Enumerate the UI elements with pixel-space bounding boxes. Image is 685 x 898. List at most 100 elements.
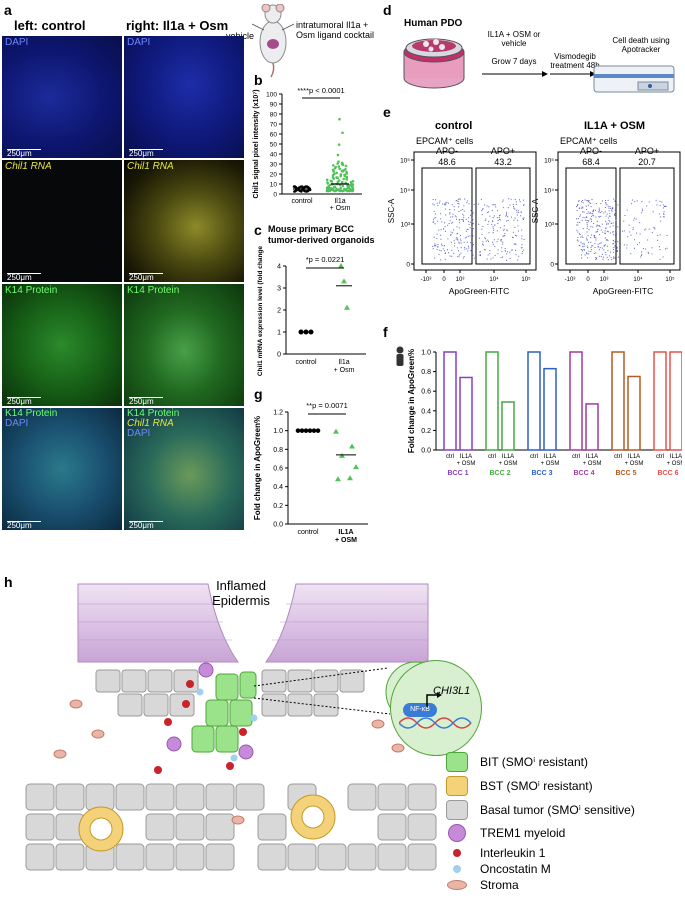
- event-dot: [460, 247, 462, 249]
- event-dot: [613, 198, 615, 200]
- event-dot: [517, 210, 519, 212]
- event-dot: [516, 211, 518, 213]
- y-tick-label: 10⁵: [544, 158, 554, 165]
- event-dot: [586, 252, 588, 254]
- event-dot: [444, 250, 446, 252]
- event-dot: [434, 243, 436, 245]
- event-dot: [459, 198, 461, 200]
- event-dot: [588, 220, 590, 222]
- data-point-treated: [344, 168, 347, 171]
- event-dot: [432, 221, 434, 223]
- event-dot: [457, 250, 459, 252]
- event-dot: [492, 227, 494, 229]
- event-dot: [641, 208, 643, 210]
- event-dot: [438, 253, 440, 255]
- merge-label-k14: K14 Protein: [127, 408, 180, 419]
- event-dot: [520, 211, 522, 213]
- event-dot: [604, 237, 606, 239]
- event-dot: [590, 226, 592, 228]
- panel-h-label: h: [4, 574, 13, 590]
- data-point-control: [292, 185, 296, 188]
- event-dot: [612, 222, 614, 224]
- y-tick-label: 10³: [401, 222, 411, 229]
- event-dot: [512, 204, 514, 206]
- event-dot: [587, 211, 589, 213]
- event-dot: [598, 216, 600, 218]
- event-dot: [614, 214, 616, 216]
- gate-apo-neg: [565, 167, 617, 265]
- event-dot: [648, 252, 650, 254]
- event-dot: [443, 245, 445, 247]
- event-dot: [641, 210, 643, 212]
- scale-bar: [7, 396, 41, 398]
- event-dot: [462, 213, 464, 215]
- event-dot: [604, 232, 606, 234]
- event-dot: [615, 219, 617, 221]
- event-dot: [665, 206, 667, 208]
- event-dot: [456, 200, 458, 202]
- event-dot: [616, 246, 618, 248]
- gate-label-pos: APO+: [491, 146, 515, 156]
- data-point-treated: [344, 164, 348, 168]
- event-dot: [451, 232, 453, 234]
- flow-plot-frame: [413, 151, 537, 271]
- event-dot: [612, 207, 614, 209]
- event-dot: [598, 209, 600, 211]
- event-dot: [438, 202, 440, 204]
- scale-bar: [129, 520, 163, 522]
- event-dot: [494, 246, 496, 248]
- event-dot: [600, 229, 602, 231]
- significance-label: *p = 0.0221: [306, 255, 345, 264]
- event-dot: [517, 225, 519, 227]
- person-icon: [396, 346, 404, 354]
- event-dot: [599, 226, 601, 228]
- event-dot: [589, 211, 591, 213]
- event-dot: [460, 242, 462, 244]
- event-dot: [582, 250, 584, 252]
- event-dot: [630, 234, 632, 236]
- event-dot: [502, 241, 504, 243]
- event-dot: [521, 238, 523, 240]
- y-tick-label: 0.8: [273, 447, 283, 454]
- event-dot: [469, 242, 471, 244]
- event-dot: [485, 240, 487, 242]
- event-dot: [522, 219, 524, 221]
- event-dot: [576, 206, 578, 208]
- data-point-treated: [345, 175, 349, 179]
- event-dot: [585, 219, 587, 221]
- event-dot: [590, 213, 592, 215]
- event-dot: [582, 211, 584, 213]
- y-tick-label: 10³: [545, 222, 555, 229]
- event-dot: [588, 213, 590, 215]
- scale-label: 250μm: [7, 149, 32, 158]
- event-dot: [648, 201, 650, 203]
- event-dot: [452, 216, 454, 218]
- flow-control-title: control: [435, 120, 473, 132]
- legend-text: Oncostatin M: [480, 862, 551, 876]
- event-dot: [471, 203, 473, 205]
- step1b-text: Grow 7 days: [491, 57, 537, 66]
- event-dot: [600, 242, 602, 244]
- event-dot: [454, 242, 456, 244]
- event-dot: [442, 248, 444, 250]
- event-dot: [581, 219, 583, 221]
- flow-cytometer-illustration: [593, 65, 675, 93]
- event-dot: [462, 221, 464, 223]
- event-dot: [479, 250, 481, 252]
- event-dot: [595, 257, 597, 259]
- y-tick-label: 0.4: [421, 408, 431, 415]
- event-dot: [492, 221, 494, 223]
- event-dot: [584, 217, 586, 219]
- event-dot: [511, 216, 513, 218]
- event-dot: [601, 223, 603, 225]
- event-dot: [441, 245, 443, 247]
- event-dot: [630, 253, 632, 255]
- event-dot: [645, 228, 647, 230]
- event-dot: [488, 221, 490, 223]
- event-dot: [484, 238, 486, 240]
- event-dot: [586, 239, 588, 241]
- event-dot: [466, 228, 468, 230]
- event-dot: [487, 239, 489, 241]
- event-dot: [471, 211, 473, 213]
- event-dot: [585, 205, 587, 207]
